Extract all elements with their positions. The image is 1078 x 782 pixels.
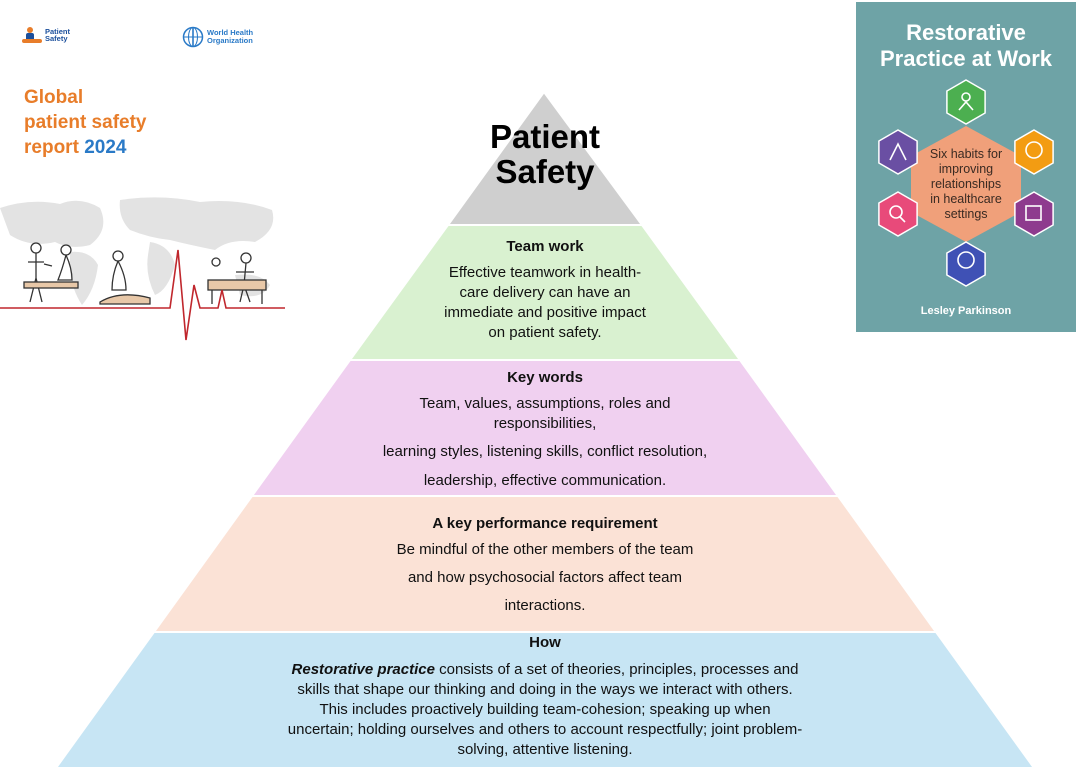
tier-how-line-5: solving, attentive listening. <box>457 741 633 758</box>
healthcare-figures-icon <box>23 242 267 305</box>
book-subtitle-line: improving <box>938 162 994 176</box>
report-title-line-3: report 2024 <box>24 135 146 160</box>
tier-how: How Restorative practice consists of a s… <box>180 634 910 760</box>
who-logo-text-2: Organization <box>207 36 253 45</box>
tier-how-line-3: This includes proactively building team-… <box>319 701 771 718</box>
book-hexagon-graphic <box>878 79 1054 287</box>
tier-team-work-body: Effective teamwork in health- care deliv… <box>400 263 690 343</box>
book-author: Lesley Parkinson <box>920 305 1012 317</box>
tier-team-work-line: immediate and positive impact <box>444 304 646 321</box>
tier-performance-line-2: and how psychosocial factors affect team <box>407 569 683 586</box>
tier-key-words-line-1: Team, values, assumptions, roles and <box>419 395 671 412</box>
tier-how-line-2: skills that shape our thinking and doing… <box>297 681 793 698</box>
tier-key-words: Key words Team, values, assumptions, rol… <box>300 369 790 491</box>
tier-how-heading: How <box>529 634 561 651</box>
tier-key-words-line-4: leadership, effective communication. <box>423 472 667 489</box>
recognising-needs-icon <box>958 92 974 111</box>
who-emblem-icon <box>182 26 204 48</box>
who-logo-text-1: World Health <box>207 28 254 37</box>
tier-key-words-line-2: responsibilities, <box>493 415 597 432</box>
tier-how-line-1-rest: consists of a set of theories, principle… <box>434 661 799 678</box>
report-title-line-1: Global <box>24 87 84 108</box>
book-subtitle: Six habits for improving relationships i… <box>918 147 1014 222</box>
book-subtitle-line: settings <box>944 207 988 221</box>
center-hexagon <box>911 126 1021 242</box>
book-subtitle-line: Six habits for <box>929 147 1003 161</box>
tier-team-work-line: Effective teamwork in health- <box>448 264 642 281</box>
patient-safety-logo-icon <box>22 27 42 43</box>
pyramid-apex-title: Patient Safety <box>440 119 650 189</box>
healthcare-illustration <box>0 197 285 341</box>
book-subtitle-line: in healthcare <box>930 192 1002 206</box>
habit-hexagon <box>878 191 918 237</box>
habit-hexagon <box>878 129 918 175</box>
brain-icon <box>1025 141 1043 159</box>
tier-how-line-4: uncertain; holding ourselves and others … <box>287 721 803 738</box>
film-icon <box>1025 205 1042 221</box>
tier-performance-line-1: Be mindful of the other members of the t… <box>396 541 694 558</box>
habit-hexagon <box>946 241 986 287</box>
book-subtitle-line: relationships <box>930 177 1002 191</box>
habit-hexagons <box>878 79 1054 287</box>
heartbeat-line <box>0 249 285 341</box>
report-year: 2024 <box>84 137 127 158</box>
apex-title-line-2: Safety <box>495 153 595 190</box>
report-title-line-2: patient safety <box>24 112 147 133</box>
book-title-line-1: Restorative <box>906 20 1026 45</box>
tier-how-line-1: Restorative practice consists of a set o… <box>180 660 910 680</box>
tier-team-work-heading: Team work <box>506 238 584 255</box>
report-title: Global patient safety report 2024 <box>24 85 146 160</box>
pyramid-tier-4-shape <box>54 631 1036 769</box>
tier-key-words-heading: Key words <box>507 369 583 386</box>
tier-team-work: Team work Effective teamwork in health- … <box>400 238 690 343</box>
tier-team-work-line: on patient safety. <box>488 324 602 341</box>
network-icon <box>957 251 975 269</box>
habit-hexagon <box>1014 129 1054 175</box>
book-title-line-2: Practice at Work <box>879 46 1052 71</box>
patient-safety-logo: Patient Safety <box>22 26 70 44</box>
tier-key-words-line-3: learning styles, listening skills, confl… <box>382 443 708 460</box>
magnifier-icon <box>889 205 906 223</box>
patient-safety-logo-text-1: Patient <box>45 26 71 36</box>
apex-title-line-1: Patient <box>489 118 601 155</box>
tier-team-work-line: care delivery can have an <box>459 284 631 301</box>
who-logo: World Health Organization <box>182 26 253 48</box>
habit-hexagon <box>1014 191 1054 237</box>
report-title-word: report <box>24 137 85 158</box>
triangle-icon <box>889 142 907 161</box>
tier-performance-line-3: interactions. <box>504 597 586 614</box>
restorative-practice-emphasis: Restorative practice <box>291 661 435 678</box>
patient-safety-logo-text-2: Safety <box>45 34 68 43</box>
book-cover: Restorative Practice at Work Six habits … <box>856 2 1076 332</box>
book-title: Restorative Practice at Work <box>856 20 1076 72</box>
tier-performance-heading: A key performance requirement <box>432 515 658 532</box>
tier-performance-requirement: A key performance requirement Be mindful… <box>250 515 840 616</box>
